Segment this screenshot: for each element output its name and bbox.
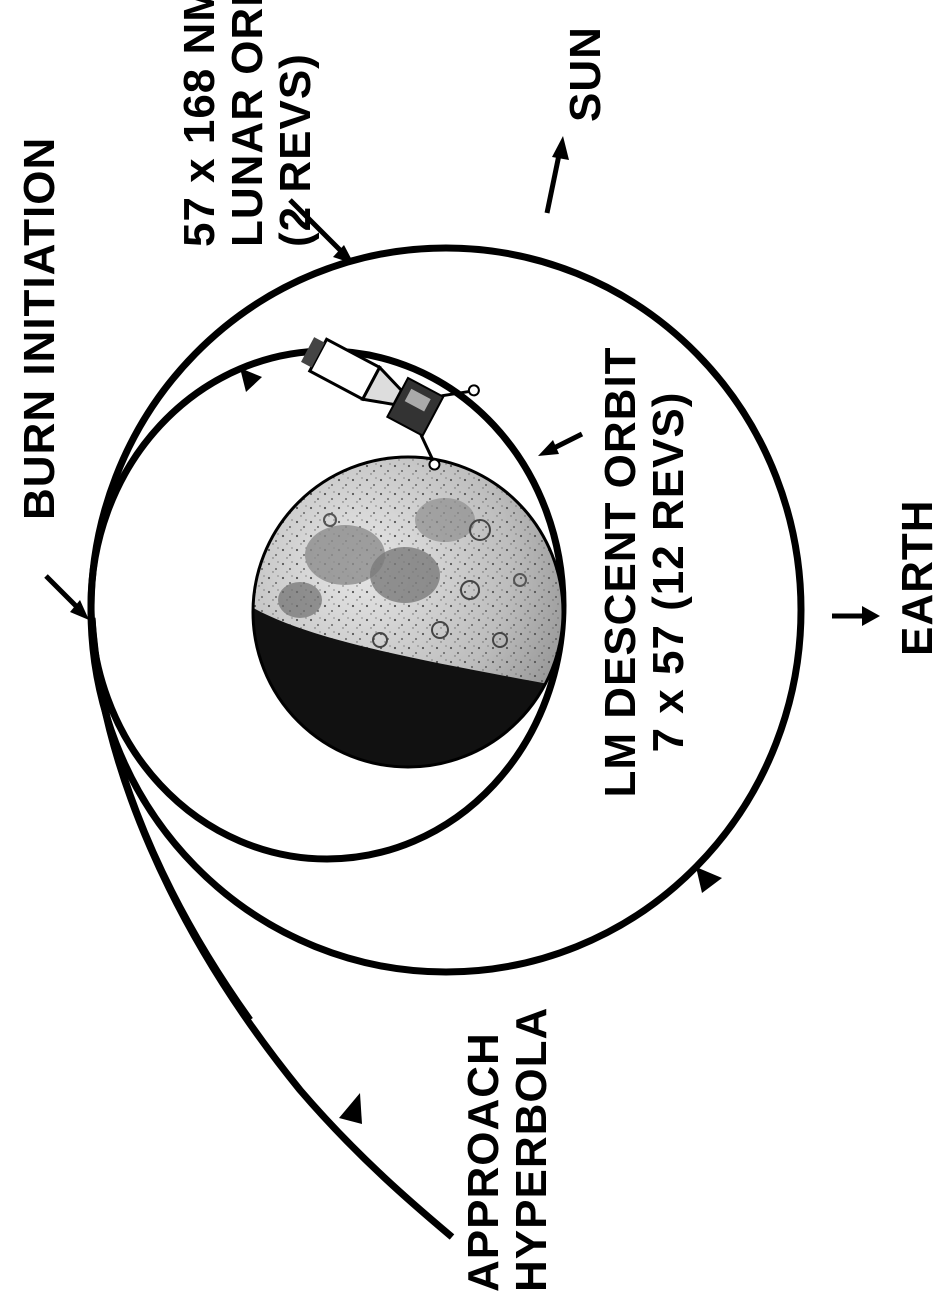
burn-initiation-label: BURN INITIATION bbox=[15, 137, 64, 520]
moon bbox=[253, 457, 563, 767]
svg-text:HYPERBOLA: HYPERBOLA bbox=[507, 1007, 556, 1292]
lm-descent-orbit-pointer bbox=[538, 431, 584, 456]
svg-text:LUNAR ORBIT: LUNAR ORBIT bbox=[223, 0, 272, 247]
earth-label: EARTH bbox=[893, 499, 940, 656]
svg-text:SUN: SUN bbox=[561, 26, 610, 122]
svg-text:7 x 57 (12 REVS): 7 x 57 (12 REVS) bbox=[644, 392, 693, 753]
sun-direction-arrow bbox=[544, 136, 569, 214]
svg-text:BURN INITIATION: BURN INITIATION bbox=[15, 137, 64, 520]
approach-hyperbola bbox=[88, 617, 455, 1240]
svg-text:EARTH: EARTH bbox=[893, 499, 940, 656]
earth-direction-arrow bbox=[832, 606, 880, 626]
hyperbola-arrowhead bbox=[339, 1093, 362, 1124]
outer-orbit-arrowhead bbox=[696, 867, 722, 893]
inner-orbit-arrowhead bbox=[240, 368, 262, 392]
svg-text:57 x 168 NM: 57 x 168 NM bbox=[175, 0, 224, 247]
svg-text:LM DESCENT ORBIT: LM DESCENT ORBIT bbox=[596, 346, 645, 797]
svg-text:APPROACH: APPROACH bbox=[459, 1032, 508, 1292]
lm-descent-orbit-label: LM DESCENT ORBIT 7 x 57 (12 REVS) bbox=[596, 346, 693, 797]
csm-lm-spacecraft-icon bbox=[301, 337, 480, 471]
lunar-orbit-pointer bbox=[288, 198, 354, 264]
lunar-orbit-label: 57 x 168 NM LUNAR ORBIT (2 REVS) bbox=[175, 0, 320, 247]
svg-text:(2 REVS): (2 REVS) bbox=[271, 53, 320, 247]
sun-label: SUN bbox=[561, 26, 610, 122]
burn-initiation-pointer bbox=[44, 574, 89, 620]
approach-hyperbola-label: APPROACH HYPERBOLA bbox=[459, 1007, 556, 1292]
